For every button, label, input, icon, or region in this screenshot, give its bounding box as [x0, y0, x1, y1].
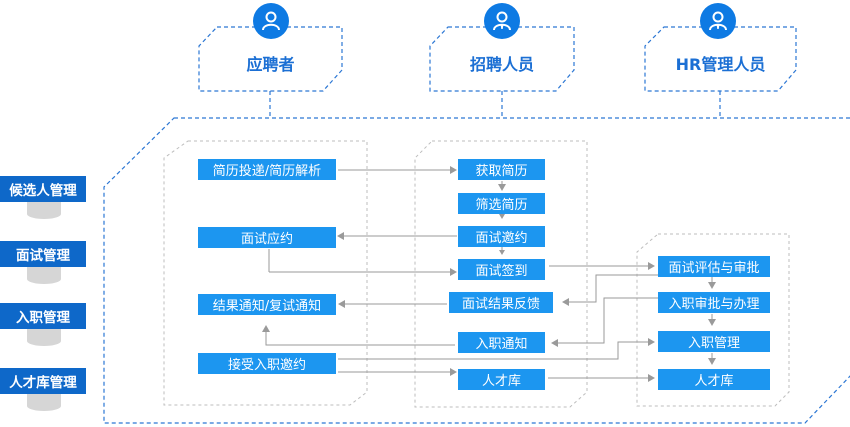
role-hr-manager: HR管理人员 — [675, 55, 766, 74]
role-applicant: 应聘者 — [246, 55, 295, 74]
step-accept-offer[interactable]: 接受入职邀约 — [198, 353, 336, 374]
sidebar-item-label: 候选人管理 — [0, 176, 86, 202]
sidebar-item-label: 人才库管理 — [0, 368, 86, 394]
step-get-resume[interactable]: 获取简历 — [458, 159, 545, 180]
step-talent-pool-hr[interactable]: 人才库 — [658, 369, 770, 390]
step-entry-management[interactable]: 入职管理 — [658, 331, 770, 352]
step-talent-pool-recruiter[interactable]: 人才库 — [458, 369, 545, 390]
step-result-notice[interactable]: 结果通知/复试通知 — [198, 294, 336, 315]
sidebar-item-label: 面试管理 — [0, 241, 86, 267]
step-interview-feedback[interactable]: 面试结果反馈 — [449, 292, 553, 313]
step-interview-invite[interactable]: 面试邀约 — [458, 226, 545, 247]
outer-frame — [103, 117, 850, 424]
user-tie-icon — [484, 3, 520, 39]
user-tie-icon — [700, 3, 736, 39]
step-entry-approval[interactable]: 入职审批与办理 — [658, 292, 770, 313]
step-entry-notice[interactable]: 入职通知 — [458, 332, 545, 353]
role-recruiter: 招聘人员 — [469, 55, 534, 74]
column-frame-hr — [636, 233, 790, 407]
step-interview-response[interactable]: 面试应约 — [198, 227, 336, 248]
sidebar-item-label: 入职管理 — [0, 303, 86, 329]
step-interview-checkin[interactable]: 面试签到 — [458, 259, 545, 280]
column-frame-applicant — [163, 140, 368, 406]
step-screen-resume[interactable]: 筛选简历 — [458, 193, 545, 214]
step-resume-submit[interactable]: 简历投递/简历解析 — [198, 159, 336, 180]
user-icon — [253, 3, 289, 39]
role-frame-hr — [644, 26, 797, 92]
step-interview-evaluation[interactable]: 面试评估与审批 — [658, 256, 770, 277]
column-frame-recruiter — [414, 140, 588, 408]
role-frame-applicant — [198, 26, 343, 92]
role-frame-recruiter — [429, 26, 575, 92]
